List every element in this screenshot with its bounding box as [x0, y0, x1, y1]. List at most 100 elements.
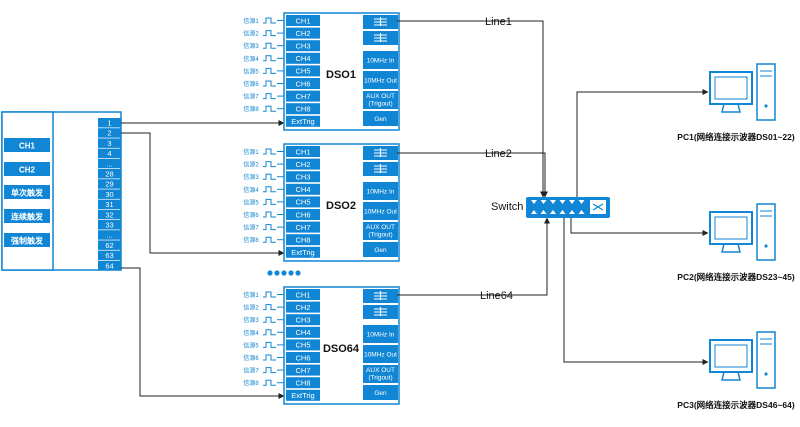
pc-tower-icon — [756, 331, 776, 389]
pc-power-icon — [764, 244, 768, 248]
channel-label: CH2 — [295, 160, 310, 169]
switch-port-icon — [578, 200, 585, 204]
signal-source-label: 信源6 — [243, 354, 259, 362]
channel-box-ch5 — [286, 339, 320, 351]
channel-label: CH7 — [295, 92, 310, 101]
controller-button-label: CH2 — [19, 166, 36, 175]
monitor-screen — [714, 216, 748, 240]
controller-button-4: 连续触发 — [4, 209, 50, 223]
controller-button-label: 连续触发 — [11, 212, 44, 222]
dso-name: DSO1 — [326, 69, 356, 81]
channel-label: CH3 — [295, 173, 310, 182]
pulse-wave-icon — [263, 148, 276, 155]
rear-panel-label: (Trigout) — [368, 101, 392, 108]
controller-port-bg — [98, 118, 121, 128]
switch-port-icon — [550, 210, 556, 214]
rear-panel-label: 10MHz Out — [364, 209, 397, 216]
pc-tower-icon — [756, 63, 776, 121]
channel-box-ch5 — [286, 65, 320, 77]
rear-panel-label: 10MHz Out — [364, 352, 397, 359]
network-port-glyph — [374, 17, 387, 26]
pulse-wave-icon — [263, 17, 276, 24]
controller-port-label: 30 — [105, 190, 113, 199]
switch-port-icon — [531, 200, 537, 204]
pulse-wave-icon — [263, 211, 276, 218]
signal-source-label: 信源2 — [243, 304, 259, 312]
signal-source-label: 信源5 — [243, 67, 259, 75]
signal-source-label: 信源7 — [243, 367, 259, 375]
signal-source-label: 信源6 — [243, 211, 259, 219]
wire-port64-dso64 — [121, 267, 285, 399]
rear-panel-box-4 — [363, 111, 398, 126]
switch-port-icon — [550, 200, 556, 204]
channel-label: CH4 — [295, 54, 310, 63]
channel-label: CH1 — [295, 290, 310, 299]
pulse-wave-icon — [263, 173, 276, 180]
controller-port-bg — [98, 148, 121, 159]
controller-port-bg — [98, 169, 121, 179]
channel-label: CH6 — [295, 79, 310, 88]
network-switch: Switch — [491, 197, 610, 218]
pc-power-icon — [764, 104, 768, 108]
controller-port-bg — [98, 250, 121, 261]
switch-port-icon — [540, 210, 547, 214]
signal-source-label: 信源4 — [243, 55, 259, 63]
monitor-stand — [721, 103, 741, 113]
pulse-wave-icon — [263, 67, 276, 74]
channel-box-ch6 — [286, 352, 320, 363]
signal-source-label: 信源1 — [243, 17, 259, 25]
controller-port-label: 29 — [105, 180, 113, 189]
pulse-wave-icon — [263, 30, 276, 37]
monitor-stand — [721, 243, 741, 253]
controller-port-label: ... — [106, 159, 112, 168]
rear-panel-label: Gen — [374, 247, 387, 254]
signal-source-label: 信源2 — [243, 30, 259, 38]
controller-button-1: CH1 — [4, 138, 50, 152]
monitor-stand — [721, 371, 741, 381]
network-lines — [397, 20, 550, 296]
rear-panel-label: 10MHz Out — [364, 78, 397, 85]
signal-source-label: 信源2 — [243, 161, 259, 169]
pulse-wave-icon — [263, 316, 276, 323]
monitor-screen — [714, 344, 748, 368]
controller-port-bg — [98, 158, 121, 169]
channel-box-exttrig — [286, 246, 320, 258]
rear-panel-label: (Trigout) — [368, 375, 392, 382]
line1-label: Line1 — [485, 16, 512, 28]
controller-port-label: 63 — [105, 251, 113, 260]
controller-button-3: 单次触发 — [4, 185, 50, 199]
channel-box-ch7 — [286, 364, 320, 376]
channel-label: CH3 — [295, 42, 310, 51]
pulse-wave-icon — [263, 379, 276, 386]
channel-label: CH6 — [295, 353, 310, 362]
controller-port-bg — [98, 128, 121, 138]
rear-panel-box-1 — [363, 182, 398, 200]
channel-box-ch3 — [286, 314, 320, 326]
controller-port-label: 64 — [105, 261, 113, 270]
link-pc3 — [563, 218, 709, 365]
pulse-wave-icon — [263, 161, 276, 168]
controller-button-label: 强制触发 — [11, 236, 44, 246]
rear-panel-box-2 — [363, 71, 398, 89]
rear-panel-box-3 — [363, 365, 398, 383]
rear-panel-label: 10MHz In — [367, 332, 395, 339]
controller-port-bg — [98, 199, 121, 210]
signal-source-label: 信源1 — [243, 148, 259, 156]
pulse-wave-icon — [263, 304, 276, 311]
channel-box-ch1 — [286, 15, 320, 26]
signal-source-label: 信源3 — [243, 42, 259, 50]
channel-label: CH7 — [295, 223, 310, 232]
controller-port-bg — [98, 220, 121, 230]
monitor-screen — [714, 76, 748, 100]
rear-panel-box-2 — [363, 345, 398, 363]
channel-box-ch6 — [286, 78, 320, 89]
signal-source-label: 信源3 — [243, 173, 259, 181]
pulse-wave-icon — [263, 291, 276, 298]
trigger-wires — [121, 120, 285, 399]
controller-port-bg — [98, 209, 121, 220]
pulse-wave-icon — [263, 42, 276, 49]
channel-label: CH8 — [295, 236, 310, 245]
pulse-wave-icon — [263, 341, 276, 348]
